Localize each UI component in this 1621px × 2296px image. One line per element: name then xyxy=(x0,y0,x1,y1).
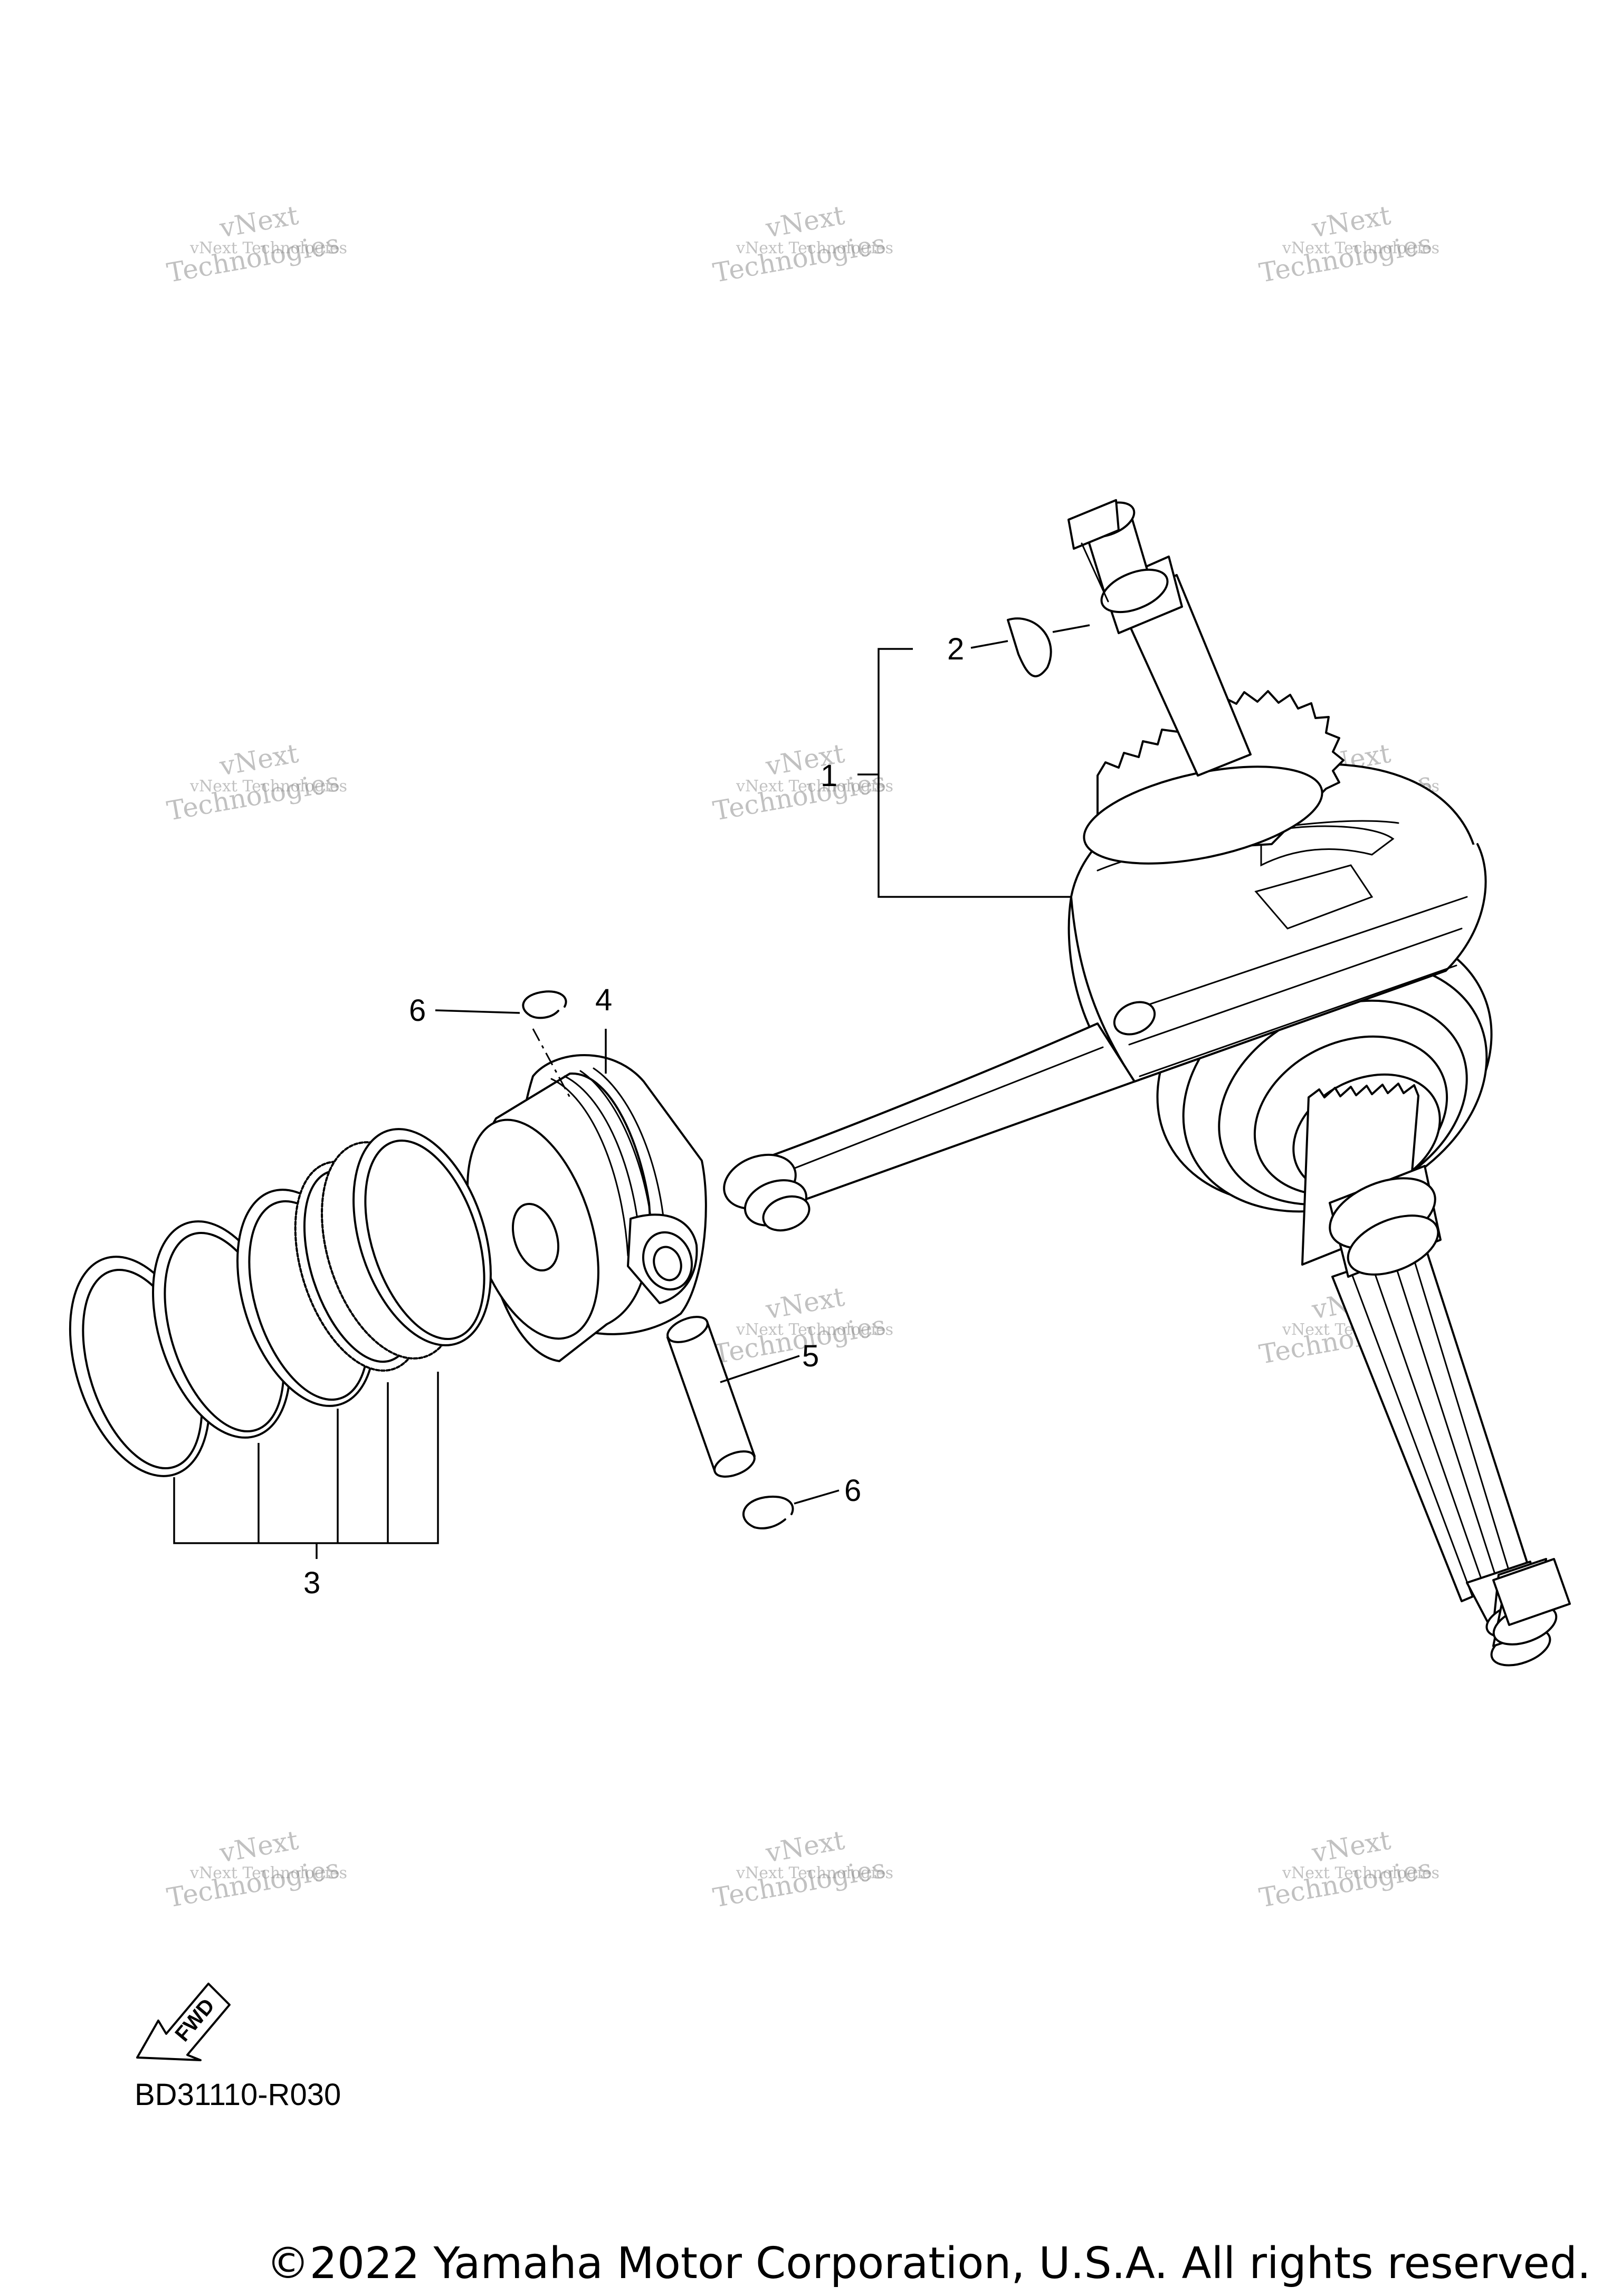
watermark: vNext Technologies vNext Technologies xyxy=(1257,200,1439,289)
svg-text:vNext Technologies: vNext Technologies xyxy=(736,239,893,257)
watermark: vNext Technologies vNext Technologies xyxy=(711,1825,893,1914)
svg-text:vNext Technologies: vNext Technologies xyxy=(736,1321,893,1339)
woodruff-key xyxy=(1007,617,1052,677)
fwd-arrow: FWD xyxy=(136,1983,231,2061)
output-shaft xyxy=(1331,1244,1571,1667)
crankshaft-assembly xyxy=(1067,499,1571,1667)
watermark: vNext Technologies vNext Technologies xyxy=(165,200,347,289)
callout-6-lower: 6 xyxy=(844,1474,861,1508)
svg-text:vNext Technologies: vNext Technologies xyxy=(189,1864,347,1882)
piston-ring-set xyxy=(69,1128,492,1477)
leader-lines xyxy=(173,624,1090,1559)
copyright-notice: ©2022 Yamaha Motor Corporation, U.S.A. A… xyxy=(266,2238,1591,2289)
connecting-rod xyxy=(723,1022,1136,1232)
svg-text:vNext Technologies: vNext Technologies xyxy=(189,239,347,257)
timing-gear xyxy=(1083,690,1345,865)
svg-text:vNext Technologies: vNext Technologies xyxy=(736,1864,893,1882)
piston-pin xyxy=(666,1316,756,1478)
svg-text:vNext Technologies: vNext Technologies xyxy=(189,777,347,796)
callout-5: 5 xyxy=(802,1339,819,1373)
callout-1: 1 xyxy=(821,759,837,793)
svg-text:vNext Technologies: vNext Technologies xyxy=(736,777,893,796)
callout-3: 3 xyxy=(303,1566,320,1600)
watermark: vNext Technologies vNext Technologies xyxy=(711,738,893,827)
svg-text:vNext Technologies: vNext Technologies xyxy=(1282,1864,1439,1882)
watermark: vNext Technologies vNext Technologies xyxy=(165,738,347,827)
svg-text:vNext Technologies: vNext Technologies xyxy=(1282,239,1439,257)
diagram-code: BD31110-R030 xyxy=(135,2078,341,2112)
callout-1-label: 2 xyxy=(947,632,964,666)
callouts: 2 1 3 4 5 6 6 xyxy=(303,632,964,1600)
callout-6-upper: 6 xyxy=(409,993,426,1028)
piston xyxy=(466,1054,707,1362)
watermark: vNext Technologies vNext Technologies xyxy=(711,200,893,289)
circlip-lower xyxy=(742,1495,794,1529)
callout-4: 4 xyxy=(595,983,612,1017)
upper-shaft xyxy=(1067,499,1252,777)
watermark: vNext Technologies vNext Technologies xyxy=(1257,1825,1439,1914)
crank-web-rear xyxy=(1156,926,1493,1278)
watermark: vNext Technologies vNext Technologies xyxy=(165,1825,347,1914)
circlip-upper xyxy=(522,990,567,1019)
crank-pin xyxy=(1113,1001,1156,1036)
